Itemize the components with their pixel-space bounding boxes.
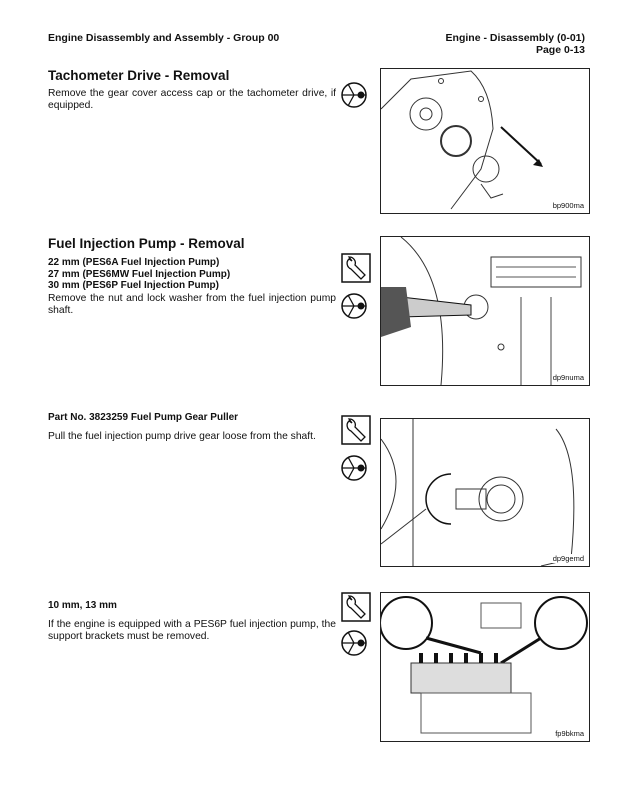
figure-label: bp900ma: [551, 201, 585, 210]
tool-size: 22 mm (PES6A Fuel Injection Pump): [48, 257, 220, 268]
wrench-icon: [341, 592, 371, 622]
tachometer-figure: bp900ma: [380, 68, 590, 214]
tool-size: 27 mm (PES6MW Fuel Injection Pump): [48, 268, 231, 280]
header-chapter: Engine - Disassembly (0-01) Page 0-13: [446, 32, 585, 56]
header-section-title: Engine Disassembly and Assembly - Group …: [48, 32, 280, 44]
tachometer-section-title: Tachometer Drive - Removal: [48, 68, 230, 83]
tool-size: 30 mm (PES6P Fuel Injection Pump): [48, 280, 219, 291]
wrench-icon: [341, 253, 371, 283]
remove-part-icon: [341, 630, 367, 656]
tool-part-number: Part No. 3823259 Fuel Pump Gear Puller: [48, 412, 239, 423]
figure-label: dp9gemd: [551, 554, 585, 563]
remove-part-icon: [341, 293, 367, 319]
figure-label: dp9numa: [551, 373, 585, 382]
fuel-pump-figure: dp9numa: [380, 236, 590, 386]
gear-puller-figure: dp9gemd: [380, 418, 590, 567]
remove-part-icon: [341, 455, 367, 481]
support-bracket-figure: fp9bkma: [380, 592, 590, 742]
support-bracket-instructions: If the engine is equipped with a PES6P f…: [48, 619, 336, 642]
wrench-icon: [341, 415, 371, 445]
gear-puller-instructions: Pull the fuel injection pump drive gear …: [48, 431, 316, 442]
fuel-pump-instructions: Remove the nut and lock washer from the …: [48, 293, 336, 316]
header-page-number: Page 0-13: [535, 44, 585, 56]
tool-sizes: 22 mm (PES6A Fuel Injection Pump) 27 mm …: [48, 257, 230, 292]
tachometer-instructions: Remove the gear cover access cap or the …: [48, 88, 336, 111]
fuel-pump-section-title: Fuel Injection Pump - Removal: [48, 236, 245, 251]
figure-label: fp9bkma: [554, 729, 585, 738]
remove-part-icon: [341, 82, 367, 108]
tool-sizes: 10 mm, 13 mm: [48, 600, 117, 611]
header-chapter-title: Engine - Disassembly (0-01): [445, 32, 585, 44]
